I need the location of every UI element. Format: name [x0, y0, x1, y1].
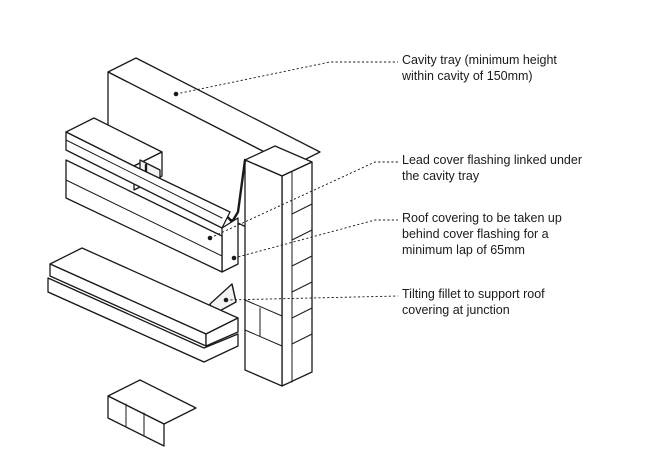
leader-tilting-fillet	[223, 295, 399, 303]
lead-cover-flashing-label: Lead cover flashing linked under the cav…	[402, 153, 582, 183]
roof-covering-label: Roof covering to be taken up behind cove…	[402, 211, 562, 257]
roof-deck	[47, 247, 239, 363]
cavity-tray-label: Cavity tray (minimum height within cavit…	[402, 53, 557, 83]
roof-covering	[65, 159, 223, 273]
ceiling-joist	[107, 379, 197, 447]
leader-cavity-tray	[173, 61, 398, 97]
outer-brick-wall	[244, 145, 313, 387]
tilting-fillet-label: Tilting fillet to support roof covering …	[402, 287, 545, 317]
leader-lead-cover-flashing	[207, 161, 398, 241]
leader-roof-covering	[231, 219, 398, 261]
